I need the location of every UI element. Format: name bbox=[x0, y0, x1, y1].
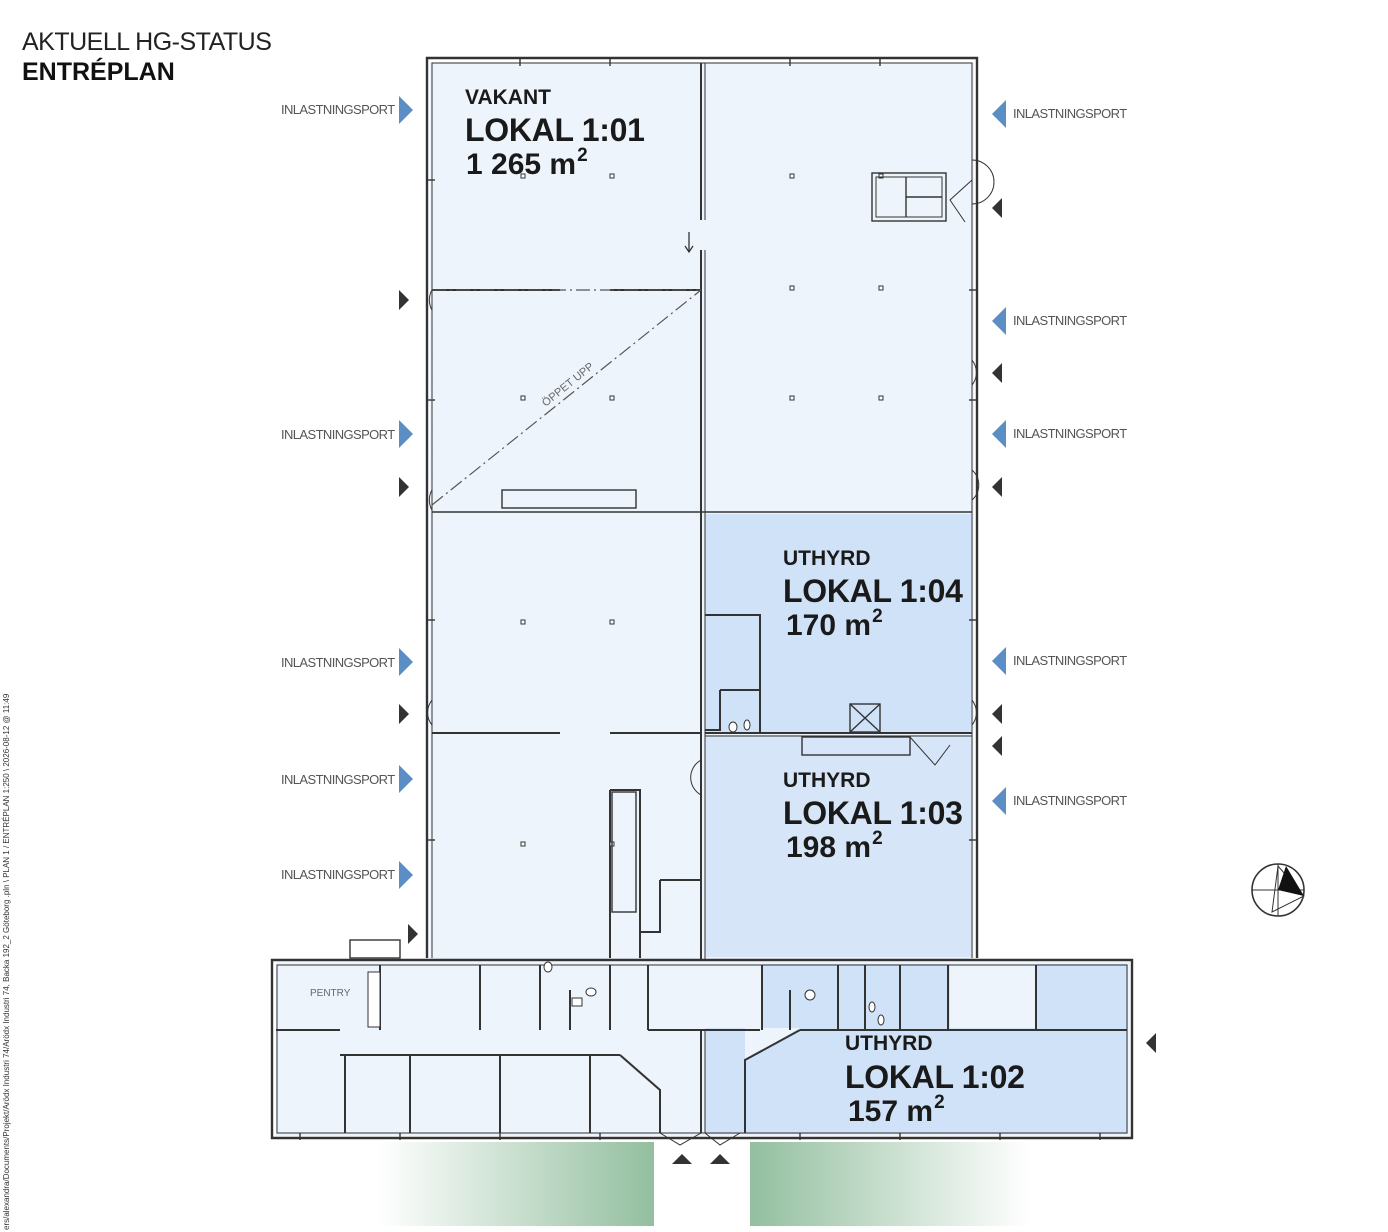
page-subtitle: ENTRÉPLAN bbox=[22, 58, 175, 86]
toilets bbox=[367, 719, 885, 1028]
columns bbox=[520, 173, 884, 847]
port-label-left-4: INLASTNINGSPORT bbox=[281, 772, 395, 787]
port-label-left-3: INLASTNINGSPORT bbox=[281, 655, 395, 670]
unit-104-area bbox=[705, 514, 971, 734]
unit-101-status: VAKANT bbox=[465, 86, 551, 109]
door-swings bbox=[427, 159, 995, 1146]
port-label-left-1: INLASTNINGSPORT bbox=[281, 102, 395, 117]
stair-direction-arrow bbox=[684, 232, 694, 254]
room-label-pentry: PENTRY bbox=[310, 988, 351, 999]
port-label-left-5: INLASTNINGSPORT bbox=[281, 867, 395, 882]
port-label-right-5: INLASTNINGSPORT bbox=[1013, 793, 1127, 808]
lawn-left bbox=[378, 1142, 654, 1226]
opening-outline bbox=[431, 289, 702, 506]
port-arrows bbox=[399, 96, 1006, 889]
unit-101-name: LOKAL 1:01 bbox=[465, 112, 645, 148]
unit-102-area-label: 157 m2 bbox=[848, 1092, 945, 1128]
lawn-right bbox=[750, 1142, 1030, 1226]
port-label-right-1: INLASTNINGSPORT bbox=[1013, 106, 1127, 121]
window-marks bbox=[299, 58, 1101, 1140]
unit-103-name: LOKAL 1:03 bbox=[783, 795, 963, 831]
port-label-right-3: INLASTNINGSPORT bbox=[1013, 426, 1127, 441]
unit-104-area-label: 170 m2 bbox=[786, 606, 883, 642]
north-arrow-icon bbox=[1251, 863, 1305, 917]
page-title: AKTUELL HG-STATUS bbox=[22, 28, 272, 56]
unit-104-status: UTHYRD bbox=[783, 547, 871, 570]
stairs bbox=[349, 172, 947, 959]
door-arrows bbox=[399, 198, 1156, 1164]
port-label-right-2: INLASTNINGSPORT bbox=[1013, 313, 1127, 328]
unit-102-area bbox=[705, 1028, 1128, 1134]
port-label-right-4: INLASTNINGSPORT bbox=[1013, 653, 1127, 668]
unit-102-status: UTHYRD bbox=[845, 1032, 933, 1055]
unit-101-area-label: 1 265 m2 bbox=[466, 145, 588, 181]
unit-103-status: UTHYRD bbox=[783, 769, 871, 792]
unit-102-name: LOKAL 1:02 bbox=[845, 1059, 1025, 1095]
unit-104-name: LOKAL 1:04 bbox=[783, 573, 963, 609]
unit-103-area bbox=[705, 735, 971, 957]
file-path-text: ers/alexandra/Documents/Projekt/Arödx In… bbox=[2, 693, 11, 1230]
interior-walls bbox=[276, 63, 1127, 1133]
port-label-left-2: INLASTNINGSPORT bbox=[281, 427, 395, 442]
unit-103-area-label: 198 m2 bbox=[786, 828, 883, 864]
